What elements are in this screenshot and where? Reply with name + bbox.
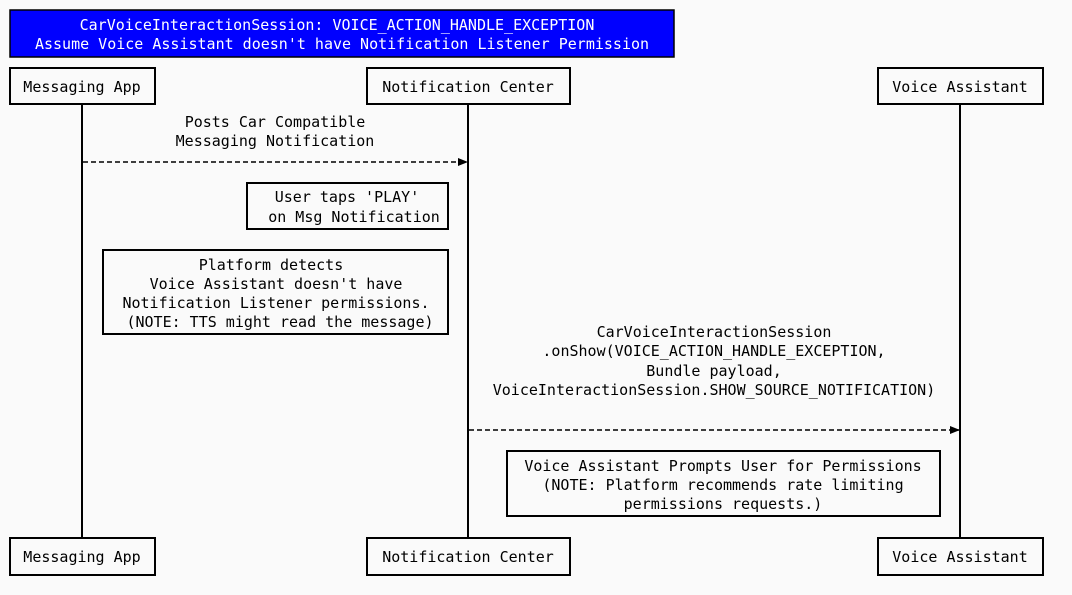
- participant-label: Notification Center: [382, 78, 554, 96]
- note-line: Platform detects: [199, 256, 344, 274]
- note-platform-detects: Platform detects Voice Assistant doesn't…: [102, 249, 449, 335]
- note-line: Voice Assistant Prompts User for Permiss…: [524, 457, 921, 475]
- participant-label: Voice Assistant: [892, 548, 1027, 566]
- message-label-line: CarVoiceInteractionSession: [597, 323, 832, 341]
- note-line: on Msg Notification: [268, 208, 440, 226]
- message-label-line: .onShow(VOICE_ACTION_HANDLE_EXCEPTION,: [542, 342, 885, 360]
- title-line-1: CarVoiceInteractionSession: VOICE_ACTION…: [80, 16, 595, 34]
- note-user-taps-play: User taps 'PLAY' on Msg Notification: [246, 182, 449, 230]
- participant-voice-assistant-top: Voice Assistant: [877, 67, 1044, 105]
- message-label-line: Messaging Notification: [176, 132, 375, 150]
- message-label-line: Posts Car Compatible: [185, 113, 366, 131]
- message-label-line: VoiceInteractionSession.SHOW_SOURCE_NOTI…: [493, 381, 936, 399]
- note-line: (NOTE: Platform recommends rate limiting: [542, 476, 903, 494]
- participant-label: Messaging App: [23, 78, 140, 96]
- note-line: (NOTE: TTS might read the message): [126, 313, 433, 331]
- title-background: [9, 9, 675, 58]
- participant-messaging-app-bottom: Messaging App: [9, 537, 156, 576]
- participant-notification-center-top: Notification Center: [366, 67, 571, 105]
- note-line: permissions requests.): [624, 495, 823, 513]
- participant-label: Messaging App: [23, 548, 140, 566]
- note-line: Notification Listener permissions.: [122, 294, 429, 312]
- note-line: Voice Assistant doesn't have: [150, 275, 403, 293]
- participant-notification-center-bottom: Notification Center: [366, 537, 571, 576]
- message-label-line: Bundle payload,: [646, 362, 781, 380]
- participant-label: Notification Center: [382, 548, 554, 566]
- participant-label: Voice Assistant: [892, 78, 1027, 96]
- title-line-2: Assume Voice Assistant doesn't have Noti…: [35, 35, 649, 53]
- note-line: User taps 'PLAY': [275, 188, 420, 206]
- participant-voice-assistant-bottom: Voice Assistant: [877, 537, 1044, 576]
- diagram-title: CarVoiceInteractionSession: VOICE_ACTION…: [9, 9, 675, 58]
- note-voice-assistant-prompts: Voice Assistant Prompts User for Permiss…: [506, 450, 941, 517]
- participant-messaging-app-top: Messaging App: [9, 67, 156, 105]
- message-posts-notification: Posts Car Compatible Messaging Notificat…: [83, 113, 468, 166]
- message-onshow: CarVoiceInteractionSession .onShow(VOICE…: [469, 323, 960, 434]
